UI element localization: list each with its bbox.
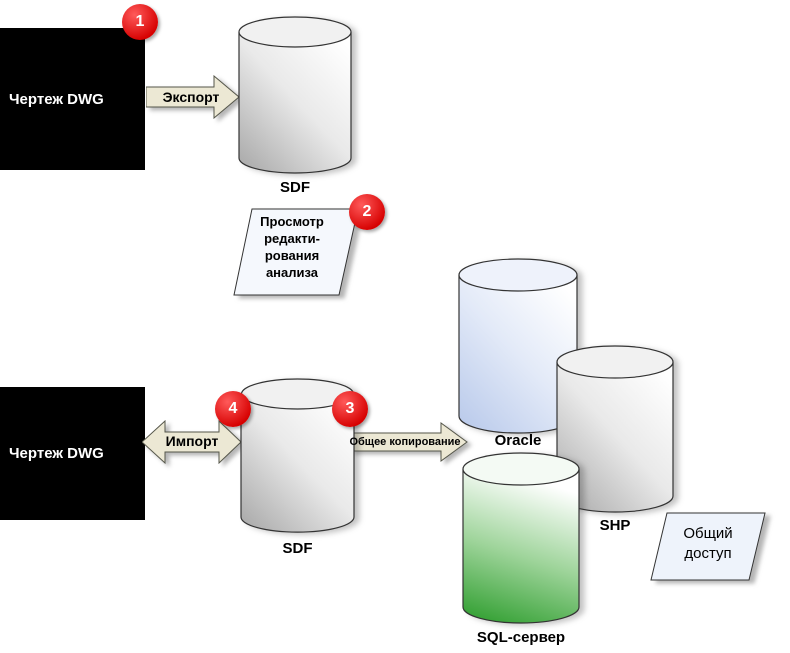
oracle-label: Oracle (494, 432, 542, 449)
sdf-bottom-label: SDF (282, 540, 313, 557)
parallelogram-shape (233, 208, 359, 296)
cylinder-top (556, 345, 674, 379)
cylinder-body (462, 469, 580, 624)
view-parallelogram-label: Просмотр редакти- рования анализа (260, 214, 324, 280)
export-arrow-label: Экспорт (162, 89, 220, 105)
sql-cylinder-icon (462, 452, 580, 624)
shp-label: SHP (599, 517, 631, 534)
cylinder-top (238, 16, 352, 48)
parallelogram-shape (650, 512, 766, 581)
step-badge-4-number: 4 (228, 400, 238, 417)
cylinder-body (238, 32, 352, 174)
view-parallelogram-icon (233, 208, 359, 296)
sdf-top-label: SDF (280, 179, 310, 196)
copy-arrow-icon (350, 422, 468, 462)
sql-label: SQL-сервер (476, 629, 566, 646)
node-dwg-top-label: Чертеж DWG (9, 90, 104, 108)
copy-arrow-shape (350, 422, 468, 462)
export-arrow-shape (146, 75, 240, 119)
step-badge-2-number: 2 (362, 203, 372, 220)
step-badge-2: 2 (349, 194, 385, 230)
shp-cylinder-icon (556, 345, 674, 513)
step-badge-1: 1 (122, 4, 158, 40)
sdf-bottom-cylinder-icon (240, 378, 355, 533)
sdf-top-cylinder-icon (238, 16, 352, 174)
export-arrow-icon (146, 75, 240, 119)
step-badge-3: 3 (332, 391, 368, 427)
share-parallelogram-label: Общий доступ (683, 525, 733, 562)
step-badge-4: 4 (215, 391, 251, 427)
node-dwg-bottom-label: Чертеж DWG (9, 445, 104, 462)
step-badge-1-number: 1 (135, 13, 145, 30)
cylinder-top (458, 258, 578, 292)
node-dwg-bottom: Чертеж DWG (0, 387, 145, 520)
share-parallelogram-icon (650, 512, 766, 581)
copy-arrow-label: Общее копирование (349, 436, 461, 448)
cylinder-body (240, 394, 355, 533)
step-badge-3-number: 3 (345, 400, 355, 417)
oracle-cylinder-icon (458, 258, 578, 434)
cylinder-top (462, 452, 580, 486)
import-arrow-label: Импорт (165, 433, 219, 449)
node-dwg-top: Чертеж DWG (0, 28, 145, 170)
